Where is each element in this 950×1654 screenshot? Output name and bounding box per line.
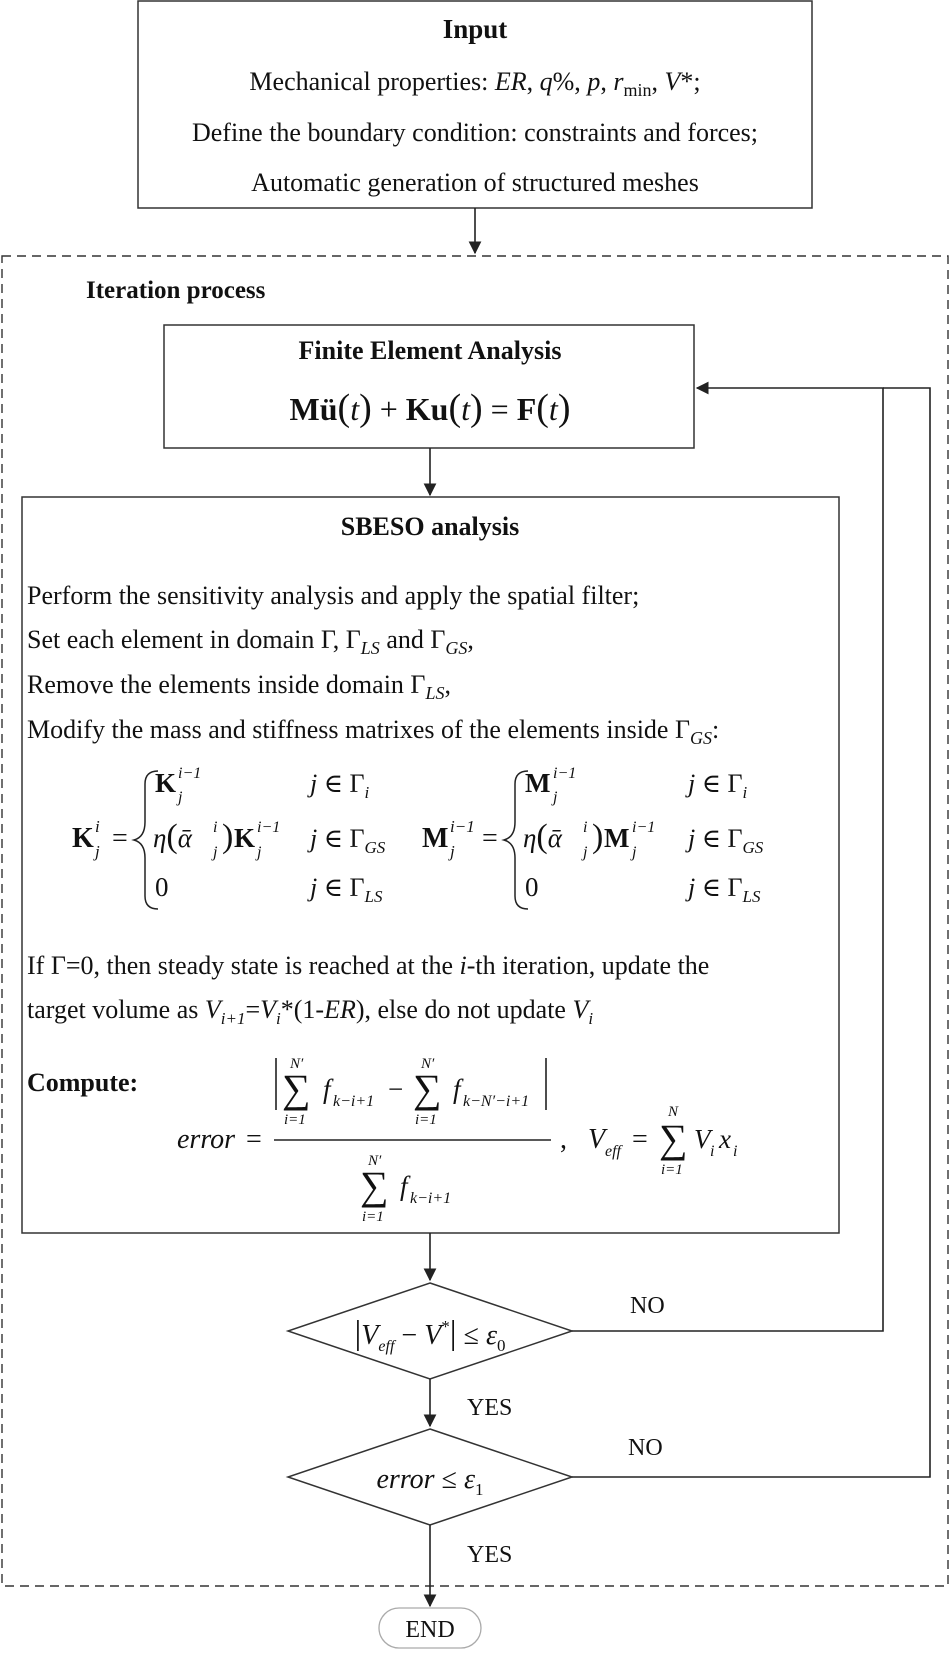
- svg-text:k−i+1: k−i+1: [333, 1093, 374, 1110]
- svg-text:f: f: [400, 1171, 411, 1201]
- svg-text:i−1: i−1: [257, 819, 280, 836]
- svg-text:=: =: [482, 823, 498, 854]
- error-convergence-condition: error ≤ ε1: [377, 1464, 484, 1499]
- svg-text:): ): [592, 818, 603, 855]
- decision2-no-label: NO: [628, 1435, 663, 1461]
- svg-text:M: M: [604, 823, 629, 853]
- svg-text:∑: ∑: [413, 1066, 442, 1111]
- svg-text:i−1: i−1: [632, 819, 655, 836]
- decision1-yes-label: YES: [467, 1395, 512, 1421]
- svg-text:x: x: [718, 1124, 731, 1154]
- svg-text:i: i: [710, 1143, 714, 1160]
- svg-text:i−1: i−1: [450, 817, 475, 836]
- sbeso-remove-line: Remove the elements inside domain ΓLS,: [27, 670, 451, 703]
- svg-text:j: j: [551, 789, 558, 806]
- svg-text:0: 0: [525, 872, 539, 902]
- svg-text:j: j: [581, 844, 588, 861]
- svg-text:N′: N′: [289, 1056, 304, 1072]
- svg-text:f: f: [453, 1074, 464, 1104]
- sbeso-compute-label: Compute:: [27, 1068, 138, 1097]
- svg-text:i=1: i=1: [415, 1112, 437, 1128]
- svg-text:V: V: [588, 1124, 608, 1155]
- svg-text:i: i: [213, 819, 217, 836]
- arrow-decision2-no-loop: [572, 387, 931, 1478]
- svg-text:∑: ∑: [659, 1116, 688, 1161]
- svg-text:∑: ∑: [282, 1066, 311, 1111]
- svg-text:j ∈ Γi: j ∈ Γi: [685, 769, 748, 802]
- sbeso-set-domain-line: Set each element in domain Γ, ΓLS and ΓG…: [27, 625, 474, 658]
- svg-text:∑: ∑: [360, 1163, 389, 1208]
- svg-text:j ∈ ΓLS: j ∈ ΓLS: [307, 873, 383, 906]
- svg-text:=: =: [112, 823, 128, 854]
- svg-text:j ∈ ΓLS: j ∈ ΓLS: [685, 873, 761, 906]
- svg-text:j: j: [255, 844, 262, 861]
- svg-text:j: j: [211, 844, 218, 861]
- sbeso-sensitivity-line: Perform the sensitivity analysis and app…: [27, 581, 639, 610]
- end-label: END: [405, 1617, 454, 1643]
- end-terminator: [378, 1607, 482, 1649]
- svg-text:eff: eff: [605, 1143, 624, 1160]
- svg-text:η(ᾱ: η(ᾱ: [153, 818, 193, 855]
- arrow-decision1-no-loop: [572, 381, 884, 1332]
- error-formula: error = N′ ∑ i=1 f k−i+1 − N′ ∑ i=1 f k−…: [177, 1056, 551, 1225]
- input-box: [137, 0, 813, 209]
- svg-text:,: ,: [560, 1124, 567, 1155]
- svg-text:k−i+1: k−i+1: [410, 1190, 451, 1207]
- svg-text:V: V: [694, 1124, 714, 1154]
- svg-text:j: j: [448, 842, 455, 861]
- input-mesh-generation: Automatic generation of structured meshe…: [251, 168, 699, 197]
- svg-text:=: =: [632, 1124, 648, 1155]
- fea-title: Finite Element Analysis: [299, 336, 562, 365]
- veff-formula: , V eff = N ∑ i=1 V i x i: [560, 1104, 737, 1178]
- sbeso-steady-state-line1: If Γ=0, then steady state is reached at …: [27, 951, 709, 980]
- input-title: Input: [443, 14, 508, 44]
- svg-text:i−1: i−1: [178, 765, 201, 782]
- input-boundary-condition: Define the boundary condition: constrain…: [192, 118, 758, 147]
- svg-text:j ∈ Γi: j ∈ Γi: [307, 769, 370, 802]
- sbeso-title: SBESO analysis: [341, 512, 519, 541]
- svg-text:K: K: [155, 768, 176, 798]
- decision2-yes-label: YES: [467, 1542, 512, 1568]
- svg-text:N: N: [667, 1104, 679, 1120]
- svg-text:i=1: i=1: [661, 1162, 683, 1178]
- input-mechanical-properties: Mechanical properties: ER, q%, p, rmin, …: [249, 67, 700, 100]
- svg-text:f: f: [323, 1074, 334, 1104]
- svg-text:j ∈ ΓGS: j ∈ ΓGS: [685, 824, 764, 857]
- iteration-process-container: [1, 255, 949, 1587]
- svg-text:j: j: [93, 842, 100, 861]
- svg-text:−: −: [388, 1074, 403, 1104]
- fea-equation: Mü(t) + Ku(t) = F(t): [290, 387, 571, 429]
- svg-text:N′: N′: [367, 1153, 382, 1169]
- svg-text:0: 0: [155, 872, 169, 902]
- decision1-no-label: NO: [630, 1293, 665, 1319]
- svg-text:i: i: [95, 817, 100, 836]
- stiffness-update-equation: K i j = K i−1 j η(ᾱ i j ) K i−1 j 0 j ∈ …: [72, 765, 386, 910]
- svg-text:j: j: [176, 789, 183, 806]
- svg-text:i−1: i−1: [553, 765, 576, 782]
- svg-text:j ∈ ΓGS: j ∈ ΓGS: [307, 824, 386, 857]
- sbeso-steady-state-line2: target volume as Vi+1=Vi*(1-ER), else do…: [27, 995, 593, 1028]
- svg-text:M: M: [525, 768, 550, 798]
- iteration-process-label: Iteration process: [86, 277, 266, 304]
- svg-text:K: K: [72, 823, 94, 854]
- svg-text:error: error: [177, 1124, 235, 1155]
- svg-text:i=1: i=1: [362, 1209, 384, 1225]
- svg-text:i: i: [733, 1143, 737, 1160]
- fea-box: [163, 324, 695, 449]
- mass-update-equation: M i−1 j = M i−1 j η(ᾱ i j ) M i−1 j 0 j …: [422, 765, 764, 910]
- svg-text:K: K: [234, 823, 255, 853]
- volume-convergence-condition: |Veff − V*| ≤ ε0: [354, 1315, 505, 1355]
- svg-text:η(ᾱ: η(ᾱ: [523, 818, 563, 855]
- svg-text:i=1: i=1: [284, 1112, 306, 1128]
- sbeso-modify-line: Modify the mass and stiffness matrixes o…: [27, 715, 719, 748]
- svg-text:i: i: [583, 819, 587, 836]
- svg-text:j: j: [630, 844, 637, 861]
- svg-text:=: =: [246, 1124, 262, 1155]
- svg-text:N′: N′: [420, 1056, 435, 1072]
- svg-text:k−N′−i+1: k−N′−i+1: [463, 1093, 529, 1110]
- svg-text:): ): [222, 818, 233, 855]
- svg-text:M: M: [422, 823, 448, 854]
